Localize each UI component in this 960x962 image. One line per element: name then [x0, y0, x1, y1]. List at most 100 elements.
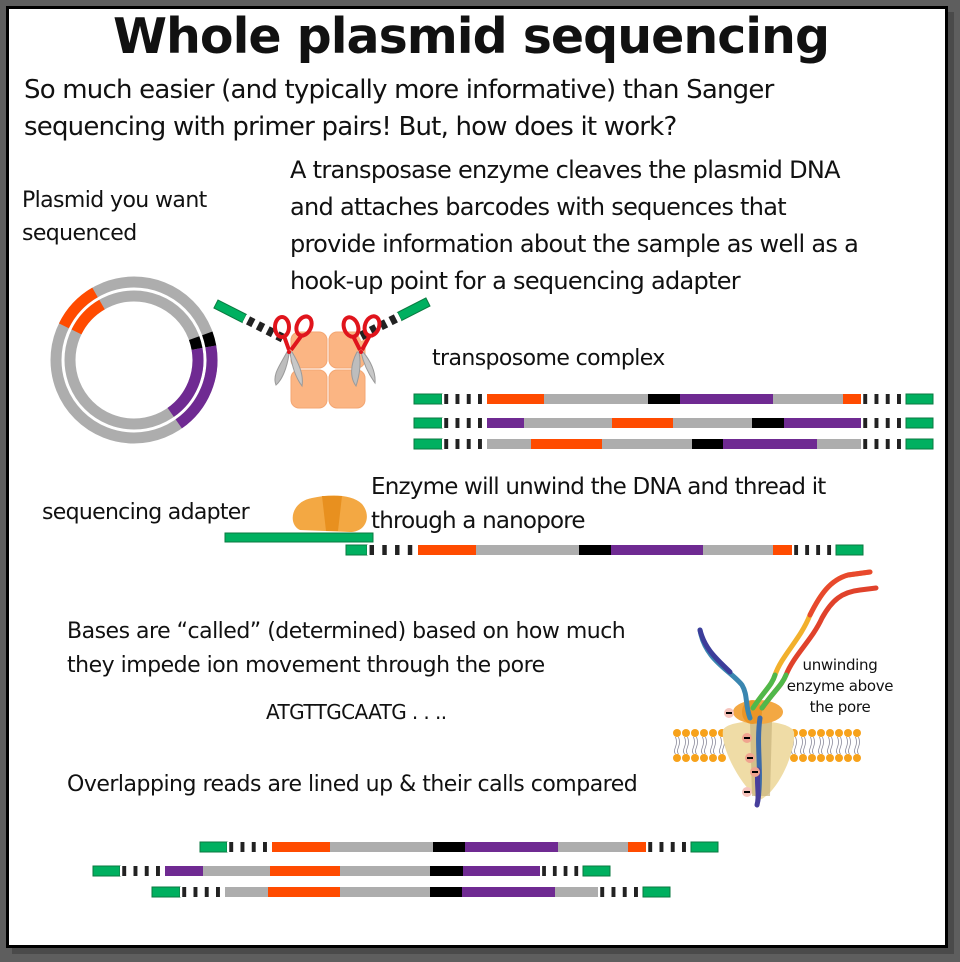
- base-calling-description: Bases are “called” (determined) based on…: [67, 619, 626, 678]
- lipid-tail: [674, 736, 677, 755]
- transposome-fragments: [413, 393, 934, 450]
- barcode-stripe: [204, 887, 209, 897]
- lipid-head: [844, 729, 852, 737]
- barcode-stripe: [874, 394, 879, 404]
- barcode-stripe: [395, 545, 400, 555]
- segment-g: [413, 393, 443, 405]
- charge-markers: [724, 708, 760, 797]
- barcode-segment: [367, 545, 418, 555]
- segment-g: [413, 417, 443, 429]
- dna-strand: [345, 544, 864, 556]
- plasmid-arc: [202, 331, 217, 348]
- segment-o: [272, 842, 330, 852]
- segment-p: [165, 866, 203, 876]
- segment-r: [673, 418, 752, 428]
- lipid-head: [673, 754, 681, 762]
- lipid-head: [691, 729, 699, 737]
- segment-p: [465, 842, 558, 852]
- barcode-stripe: [816, 545, 821, 555]
- lipid-tail: [857, 736, 860, 755]
- aligned-reads: [92, 841, 719, 898]
- barcode-stripe: [455, 394, 460, 404]
- barcode-stripe: [240, 842, 245, 852]
- lipid-tail: [836, 736, 839, 755]
- barcode-stripe: [263, 842, 267, 852]
- transposase-description: A transposase enzyme cleaves the plasmid…: [290, 156, 859, 295]
- plasmid-arc: [167, 347, 204, 417]
- segment-k: [433, 842, 465, 852]
- lipid-membrane: [673, 729, 861, 762]
- barcode-stripe: [805, 545, 810, 555]
- barcode-stripe: [863, 439, 868, 449]
- barcode-stripe: [156, 866, 160, 876]
- lipid-tail: [839, 736, 842, 755]
- barcode-stripe: [622, 887, 627, 897]
- barcode-stripe: [466, 418, 471, 428]
- lipid-head: [682, 729, 690, 737]
- barcode-stripe: [670, 842, 675, 852]
- scissors-right-icon: [341, 314, 382, 388]
- segment-k: [752, 418, 784, 428]
- lipid-tail: [692, 736, 695, 755]
- lipid-head: [790, 754, 798, 762]
- barcode-segment: [227, 842, 272, 852]
- barcode-segment: [442, 394, 487, 404]
- segment-g: [905, 417, 934, 429]
- lipid-head: [700, 729, 708, 737]
- barcode-stripe: [478, 439, 482, 449]
- page-title: Whole plasmid sequencing: [112, 8, 830, 65]
- segment-k: [430, 887, 462, 897]
- plasmid-arc: [175, 345, 218, 429]
- barcode-stripe: [874, 418, 879, 428]
- barcode-stripe: [444, 418, 449, 428]
- segment-p: [462, 887, 555, 897]
- lipid-tail: [710, 736, 713, 755]
- barcode-stripe: [122, 866, 127, 876]
- barcode-segment: [442, 439, 487, 449]
- segment-o: [843, 394, 861, 404]
- segment-r: [487, 439, 531, 449]
- barcode-stripe: [682, 842, 686, 852]
- lipid-head: [817, 754, 825, 762]
- left-adapter-strand: [213, 299, 287, 343]
- lipid-head: [673, 729, 681, 737]
- barcode-stripe: [648, 842, 653, 852]
- lipid-head: [709, 754, 717, 762]
- lipid-tail: [686, 736, 689, 755]
- segment-p: [784, 418, 861, 428]
- barcode-stripe: [455, 439, 460, 449]
- barcode-segment: [540, 866, 583, 876]
- segment-r: [544, 394, 648, 404]
- barcode-stripe: [542, 866, 546, 876]
- barcode-stripe: [897, 394, 901, 404]
- barcode-segment: [646, 842, 691, 852]
- barcode-stripe: [369, 545, 375, 555]
- adapter-attached-strand: [345, 544, 864, 556]
- segment-r: [330, 842, 433, 852]
- barcode-stripe: [444, 439, 449, 449]
- lipid-tail: [683, 736, 686, 755]
- barcode-stripe: [897, 418, 901, 428]
- segment-p: [463, 866, 540, 876]
- segment-r: [558, 842, 628, 852]
- segment-g: [345, 544, 368, 556]
- barcode-stripe: [563, 866, 568, 876]
- barcode-segment: [598, 887, 643, 897]
- barcode-stripe: [552, 866, 557, 876]
- barcode-segment: [861, 394, 906, 404]
- barcode-stripe: [874, 439, 879, 449]
- segment-r: [602, 439, 692, 449]
- barcode-stripe: [794, 545, 799, 555]
- segment-g: [413, 438, 443, 450]
- lipid-tail: [827, 736, 830, 755]
- segment-r: [555, 887, 598, 897]
- plasmid-arc: [71, 299, 105, 335]
- barcode-segment: [120, 866, 165, 876]
- segment-o: [268, 887, 340, 897]
- transposome-complex-label: transposome complex: [432, 346, 665, 371]
- lipid-tail: [809, 736, 812, 755]
- lipid-tail: [704, 736, 707, 755]
- barcode-stripe: [478, 418, 482, 428]
- diagram-panel: [6, 6, 948, 948]
- barcode-segment: [442, 418, 487, 428]
